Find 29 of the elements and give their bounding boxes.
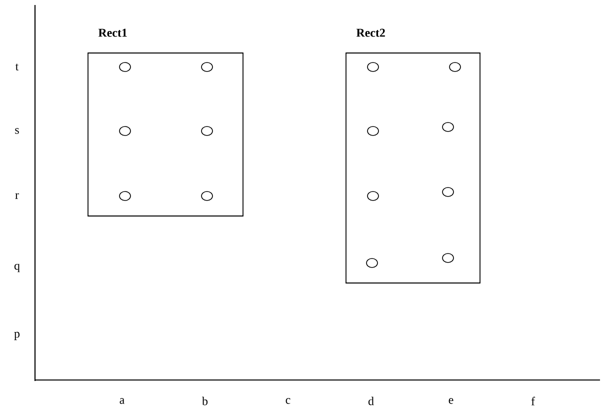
- circle-marker: [442, 122, 454, 132]
- circle-marker: [449, 62, 461, 72]
- circle-marker: [442, 187, 454, 197]
- axis-label: p: [14, 332, 20, 340]
- circle-marker: [201, 126, 213, 136]
- circle-marker: [367, 191, 379, 201]
- box-heading: Rect2: [356, 28, 385, 37]
- axis-label: s: [15, 128, 19, 134]
- circle-marker: [367, 126, 379, 136]
- axis-label: b: [202, 396, 208, 406]
- circle-marker: [119, 62, 131, 72]
- circle-marker: [119, 191, 131, 201]
- circle-marker: [366, 258, 378, 268]
- rectangle-box: [346, 52, 480, 284]
- circle-marker: [201, 191, 213, 201]
- circle-marker: [442, 253, 454, 263]
- rectangle-box: [88, 52, 244, 216]
- circle-marker: [367, 62, 379, 72]
- circle-marker: [119, 126, 131, 136]
- axis-label: a: [120, 398, 124, 404]
- axis-label: d: [368, 396, 374, 406]
- axis-label: c: [286, 398, 290, 404]
- circle-marker: [201, 62, 213, 72]
- axis-label: f: [531, 396, 535, 406]
- axis-label: q: [14, 264, 20, 272]
- box-heading: Rect1: [98, 28, 127, 37]
- axis-label: t: [15, 64, 19, 70]
- axis-label: e: [448, 398, 454, 404]
- axis-label: r: [15, 193, 19, 199]
